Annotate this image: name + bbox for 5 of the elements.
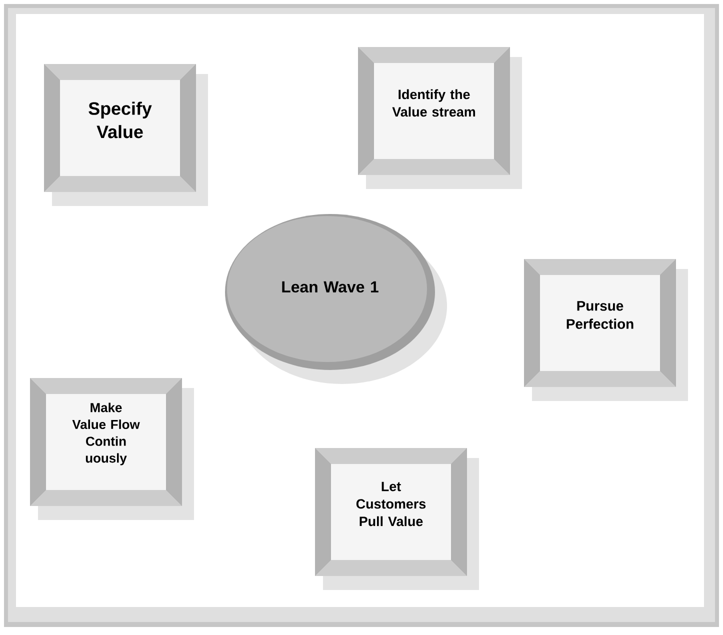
framed-box: Let Customers Pull Value (315, 448, 479, 590)
framed-box: Identify the Value stream (358, 47, 522, 189)
framed-box: Pursue Perfection (524, 259, 688, 401)
framed-box: Make Value Flow Contin uously (30, 378, 194, 520)
framed-box: Specify Value (44, 64, 208, 206)
